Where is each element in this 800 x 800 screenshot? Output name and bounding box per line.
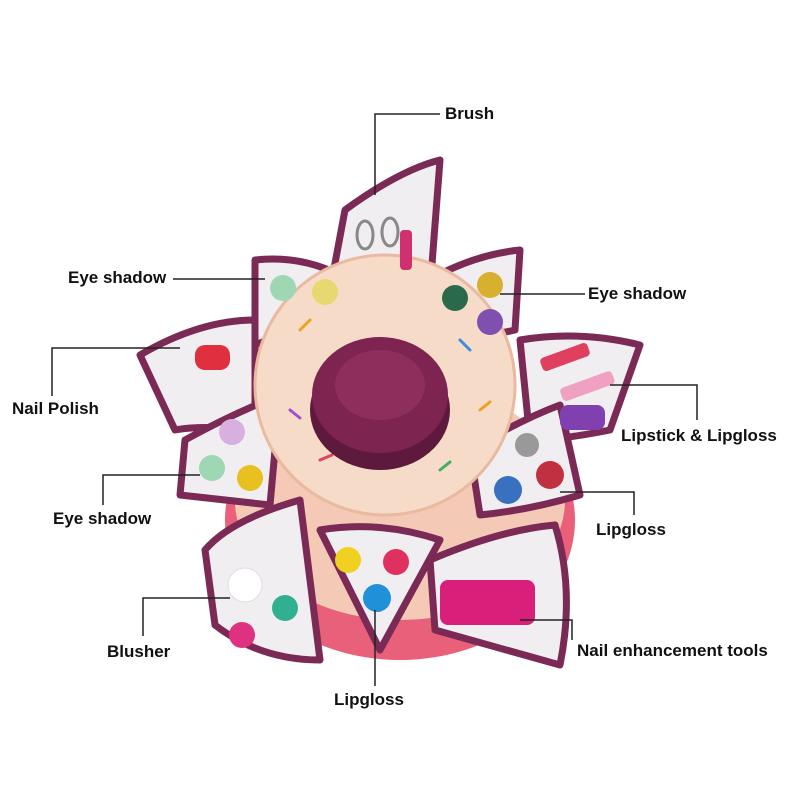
label-eye-shadow-top-left: Eye shadow [68, 268, 167, 287]
label-lipgloss-bottom: Lipgloss [334, 690, 404, 709]
label-brush: Brush [445, 104, 495, 123]
petal-blusher [201, 496, 324, 664]
label-nail-polish: Nail Polish [12, 399, 99, 418]
label-nail-enhancement-tools: Nail enhancement tools [577, 641, 768, 660]
eyeshadow-pan [270, 275, 296, 301]
leader-lines [51, 113, 698, 686]
label-lipstick-lipgloss: Lipstick & Lipgloss [621, 426, 777, 445]
label-eye-shadow-left: Eye shadow [53, 509, 152, 528]
label-lipgloss-right: Lipgloss [596, 520, 666, 539]
label-eye-shadow-top-right: Eye shadow [588, 284, 687, 303]
blusher-pan [227, 567, 263, 603]
label-blusher: Blusher [107, 642, 171, 661]
